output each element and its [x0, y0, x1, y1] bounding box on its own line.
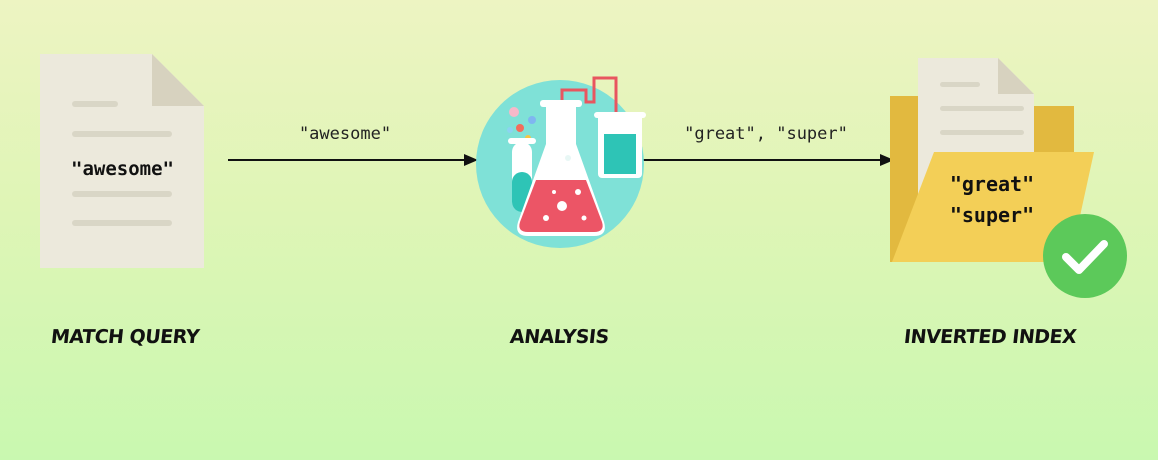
flask-icon [476, 76, 646, 248]
document-line [72, 101, 118, 107]
index-term-super: "super" [949, 203, 1035, 227]
edge-label-analysis-index: "great", "super" [684, 124, 848, 144]
index-term-great: "great" [949, 172, 1035, 196]
edge-label-query-analysis: "awesome" [298, 124, 392, 144]
arrow-analysis-to-index [642, 154, 894, 166]
analysis-caption: ANALYSIS [508, 326, 610, 348]
query-term: "awesome" [71, 158, 174, 180]
document-line [72, 131, 172, 137]
folder-icon [890, 58, 1094, 262]
document-line [72, 191, 172, 197]
checkmark-icon [1043, 214, 1127, 298]
document-icon [40, 54, 204, 268]
document-line [72, 220, 172, 226]
match-query-caption: MATCH QUERY [49, 326, 201, 348]
inverted-index-caption: INVERTED INDEX [902, 326, 1078, 348]
arrow-query-to-analysis [228, 154, 478, 166]
